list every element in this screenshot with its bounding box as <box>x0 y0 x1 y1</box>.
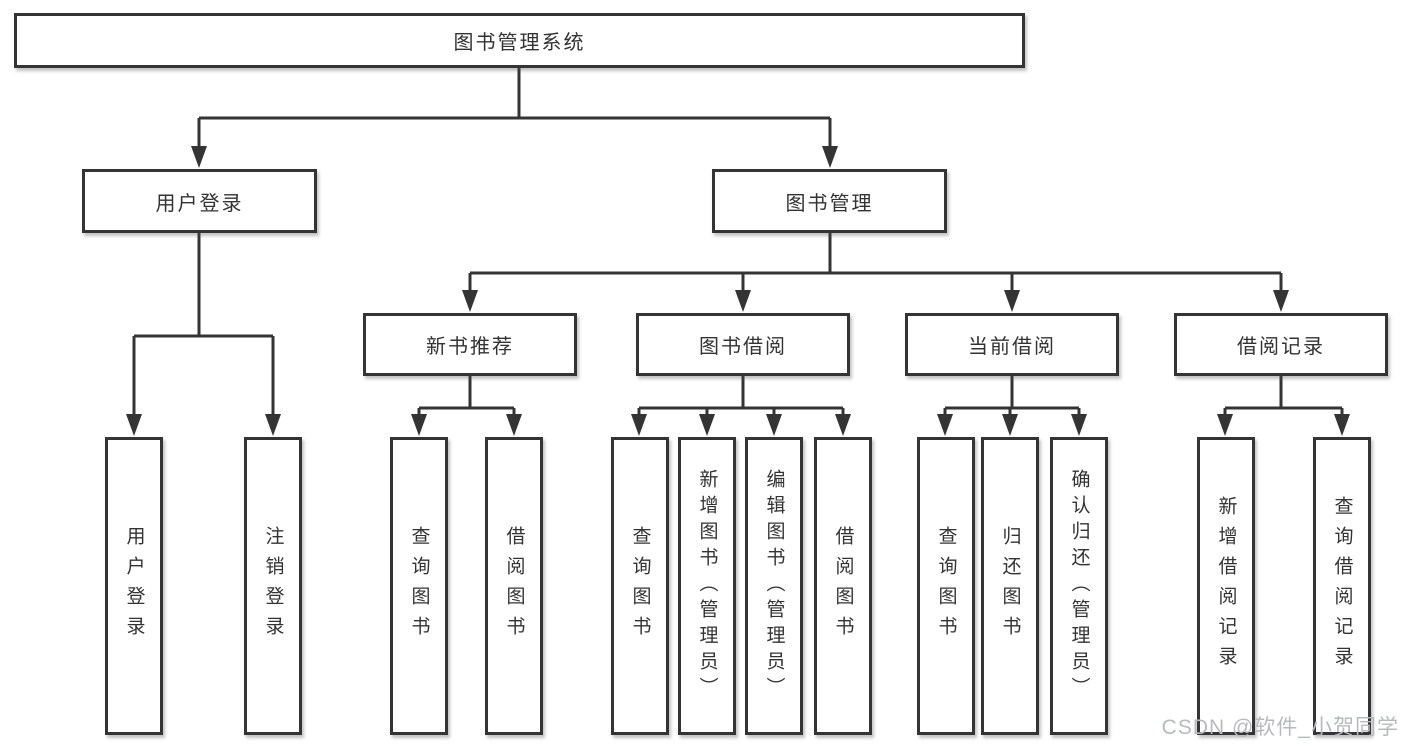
leaf-label: 注销登录 <box>262 526 284 646</box>
leaf-label: 查询图书 <box>935 526 957 646</box>
node-library-management-system: 图书管理系统 <box>14 13 1025 68</box>
leaf-edit-books-admin: 编辑图书（管理员） <box>745 437 803 735</box>
leaf-user-login: 用户登录 <box>105 437 163 735</box>
leaf-query-books-recommend: 查询图书 <box>390 437 448 735</box>
node-label: 图书管理 <box>785 192 874 215</box>
csdn-watermark: CSDN @软件_小贺同学 <box>1161 716 1399 739</box>
leaf-add-borrow-record: 新增借阅记录 <box>1197 437 1255 735</box>
leaf-label: 确认归还（管理员） <box>1068 469 1090 703</box>
leaf-label: 新增图书（管理员） <box>696 469 718 703</box>
node-borrowing-records: 借阅记录 <box>1174 313 1388 376</box>
leaf-label: 编辑图书（管理员） <box>763 469 785 703</box>
node-current-borrowing: 当前借阅 <box>905 313 1119 376</box>
leaf-add-books-admin: 新增图书（管理员） <box>678 437 736 735</box>
leaf-label: 借阅图书 <box>503 526 525 646</box>
node-label: 图书借阅 <box>699 336 787 358</box>
leaf-label: 借阅图书 <box>832 526 854 646</box>
node-book-management: 图书管理 <box>712 169 947 233</box>
node-new-book-recommendation: 新书推荐 <box>363 313 577 376</box>
node-label: 新书推荐 <box>426 336 514 358</box>
connector-strokes <box>132 68 1344 418</box>
node-book-borrowing: 图书借阅 <box>636 313 850 376</box>
node-label: 当前借阅 <box>968 336 1056 358</box>
leaf-query-borrow-record: 查询借阅记录 <box>1313 437 1371 735</box>
leaf-label: 新增借阅记录 <box>1215 496 1237 676</box>
leaf-label: 查询图书 <box>629 526 651 646</box>
leaf-logout: 注销登录 <box>244 437 302 735</box>
leaf-return-books: 归还图书 <box>981 437 1039 735</box>
node-label: 用户登录 <box>155 192 244 215</box>
leaf-query-books-borrow: 查询图书 <box>611 437 669 735</box>
leaf-confirm-return-admin: 确认归还（管理员） <box>1050 437 1108 735</box>
leaf-borrow-books-recommend: 借阅图书 <box>485 437 543 735</box>
node-label: 图书管理系统 <box>453 32 586 54</box>
leaf-label: 查询图书 <box>408 526 430 646</box>
node-user-login: 用户登录 <box>82 169 317 233</box>
node-label: 借阅记录 <box>1237 336 1325 358</box>
leaf-label: 归还图书 <box>999 526 1021 646</box>
leaf-query-books-current: 查询图书 <box>917 437 975 735</box>
leaf-borrow-books: 借阅图书 <box>814 437 872 735</box>
arrowheads <box>126 146 1350 436</box>
leaf-label: 查询借阅记录 <box>1331 496 1353 676</box>
leaf-label: 用户登录 <box>123 526 145 646</box>
